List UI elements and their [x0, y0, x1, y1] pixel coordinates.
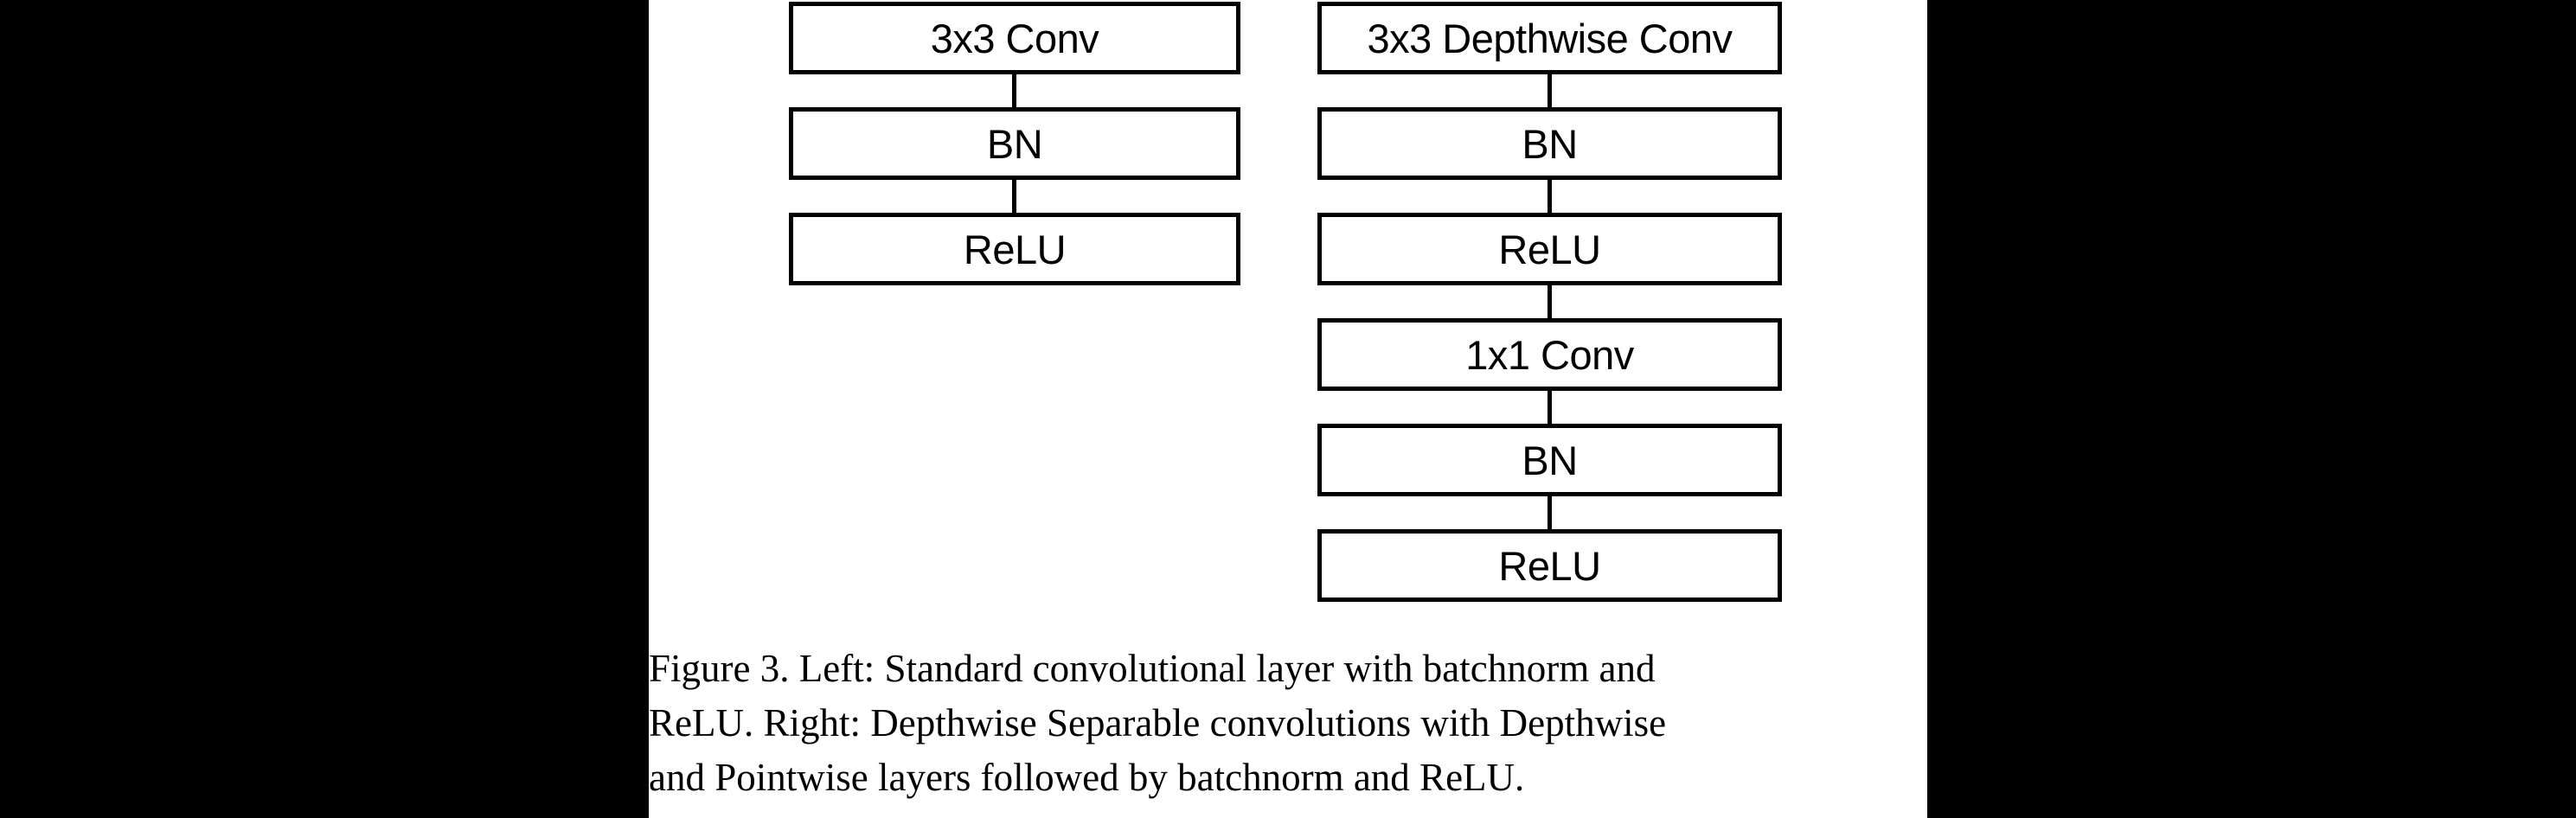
connector-line	[1548, 391, 1552, 424]
node-relu-2[interactable]: ReLU	[1317, 529, 1782, 602]
node-label: BN	[1522, 437, 1578, 483]
node-3x3-depthwise-conv[interactable]: 3x3 Depthwise Conv	[1317, 2, 1782, 74]
node-1x1-conv[interactable]: 1x1 Conv	[1317, 318, 1782, 391]
connector-line	[1548, 285, 1552, 318]
node-label: BN	[986, 120, 1043, 167]
caption-line-3: and Pointwise layers followed by batchno…	[649, 756, 1525, 799]
node-bn-1[interactable]: BN	[1317, 107, 1782, 180]
node-label: ReLU	[1498, 226, 1601, 272]
node-bn-1[interactable]: BN	[789, 107, 1240, 180]
figure-page-area: 3x3 Conv BN ReLU 3x3 Depthwise Conv BN	[649, 0, 1927, 818]
figure-caption: Figure 3. Left: Standard convolutional l…	[649, 642, 1927, 805]
node-label: ReLU	[1498, 542, 1601, 589]
caption-line-2: ReLU. Right: Depthwise Separable convolu…	[649, 701, 1667, 745]
connector-line	[1012, 180, 1016, 213]
connector-line	[1548, 74, 1552, 107]
node-label: ReLU	[963, 226, 1067, 272]
connector-line	[1012, 74, 1016, 107]
node-label: 3x3 Depthwise Conv	[1367, 15, 1733, 61]
node-label: BN	[1522, 120, 1578, 167]
connector-line	[1548, 180, 1552, 213]
figure-diagram: 3x3 Conv BN ReLU 3x3 Depthwise Conv BN	[649, 0, 1927, 636]
node-label: 3x3 Conv	[930, 15, 1099, 61]
node-label: 1x1 Conv	[1465, 331, 1634, 378]
caption-line-1: Figure 3. Left: Standard convolutional l…	[649, 647, 1656, 690]
node-relu-1[interactable]: ReLU	[789, 213, 1240, 285]
node-relu-1[interactable]: ReLU	[1317, 213, 1782, 285]
node-bn-2[interactable]: BN	[1317, 424, 1782, 496]
connector-line	[1548, 496, 1552, 529]
node-3x3-conv[interactable]: 3x3 Conv	[789, 2, 1240, 74]
